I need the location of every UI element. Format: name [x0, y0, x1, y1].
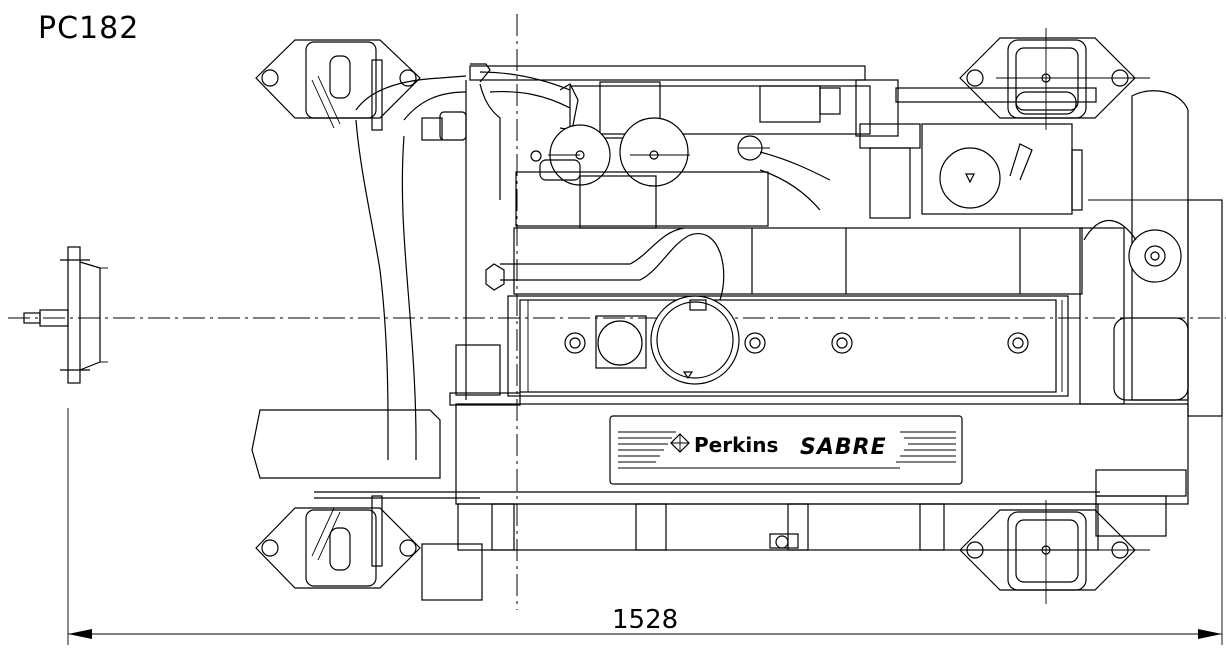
rocker-cover [507, 295, 1069, 397]
center-lines [8, 14, 1226, 610]
cylinder-head-block [485, 171, 1083, 301]
model-label: SABRE [800, 435, 887, 460]
fuel-filter-housings [530, 117, 831, 211]
drawing-code: PC182 [38, 11, 139, 46]
perkins-diamond-logo-icon [670, 433, 690, 453]
engine-mount-bottom-left [255, 495, 483, 601]
coolant-hose-left [465, 63, 571, 400]
engine-mount-top-right [959, 28, 1150, 130]
badge-stripes-right [896, 431, 956, 463]
output-shaft-flange [23, 246, 108, 384]
dimension-value: 1528 [612, 605, 678, 635]
intake-pipe [251, 75, 521, 479]
brand-label: Perkins [694, 433, 778, 457]
badge-stripes-left [618, 431, 900, 469]
cover-bolts [564, 332, 1029, 354]
injection-pump [859, 123, 1083, 219]
overall-length-dimension: 1528 [67, 200, 1223, 645]
fuel-rail-assembly [469, 65, 1097, 139]
engine-mount-bottom-right [959, 500, 1150, 604]
engine-lower-body [314, 403, 1189, 551]
brand-badge: Perkins SABRE [609, 415, 963, 485]
turbocharger [1079, 90, 1223, 417]
